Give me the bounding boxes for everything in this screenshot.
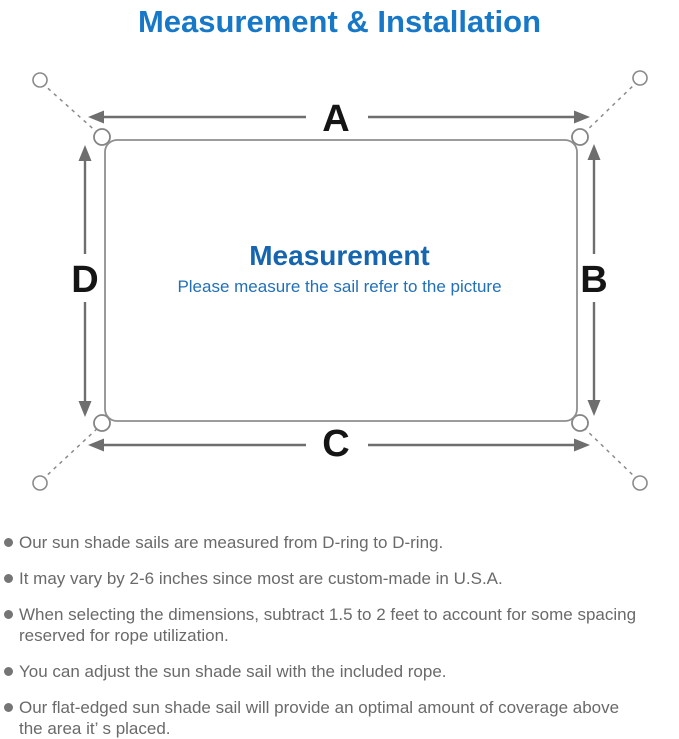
arrowhead-down-icon (78, 401, 92, 417)
rope-line-top-right (581, 80, 639, 136)
note-text: It may vary by 2-6 inches since most are… (19, 569, 503, 588)
bullet-icon (4, 703, 13, 712)
sail-diagram-canvas: A C D B (32, 70, 648, 491)
dimension-label-a: A (322, 98, 349, 140)
note-text: Our flat-edged sun shade sail will provi… (19, 698, 620, 738)
note-item: It may vary by 2-6 inches since most are… (4, 568, 669, 589)
note-text: You can adjust the sun shade sail with t… (19, 662, 447, 681)
note-item: When selecting the dimensions, subtract … (4, 604, 669, 646)
bullet-icon (4, 667, 13, 676)
anchor-points (32, 70, 648, 491)
arrowhead-right-icon (574, 438, 590, 452)
rope-dashed-lines (41, 80, 639, 481)
arrowhead-up-icon (78, 145, 92, 161)
d-ring-icon (571, 414, 589, 432)
sail-measurement-diagram: A C D B (0, 60, 679, 520)
arrowhead-up-icon (587, 144, 601, 160)
anchor-point-icon (632, 70, 648, 86)
arrowhead-left-icon (88, 438, 104, 452)
note-text: Our sun shade sails are measured from D-… (19, 533, 444, 552)
note-item: Our sun shade sails are measured from D-… (4, 532, 669, 553)
note-item: Our flat-edged sun shade sail will provi… (4, 697, 669, 739)
note-text: When selecting the dimensions, subtract … (19, 605, 637, 645)
corner-d-rings (93, 128, 589, 432)
arrowhead-left-icon (88, 110, 104, 124)
d-ring-icon (571, 128, 589, 146)
dimension-label-b: B (580, 259, 607, 301)
sail-outline (104, 139, 578, 422)
note-item: You can adjust the sun shade sail with t… (4, 661, 669, 682)
d-ring-icon (93, 414, 111, 432)
arrowhead-right-icon (574, 110, 590, 124)
rope-line-bottom-right (581, 425, 639, 481)
dimension-label-c: C (322, 423, 349, 465)
anchor-point-icon (632, 475, 648, 491)
rope-line-bottom-left (41, 425, 101, 481)
anchor-point-icon (32, 72, 48, 88)
dimension-label-d: D (71, 259, 98, 301)
bullet-icon (4, 574, 13, 583)
rope-line-top-left (41, 82, 101, 136)
bullet-icon (4, 610, 13, 619)
d-ring-icon (93, 128, 111, 146)
page-title: Measurement & Installation (137, 4, 542, 39)
bullet-icon (4, 538, 13, 547)
measurement-notes-list: Our sun shade sails are measured from D-… (0, 520, 679, 739)
anchor-point-icon (32, 475, 48, 491)
arrowhead-down-icon (587, 400, 601, 416)
